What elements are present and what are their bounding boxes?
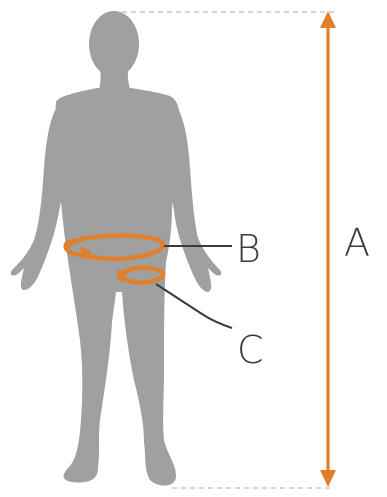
silhouette-left-arm [11,100,71,290]
height-arrow-head-bottom [320,470,336,487]
label-b: B [236,230,261,268]
silhouette-leg-gap [116,292,122,310]
height-arrow [320,11,336,487]
human-silhouette [11,11,222,486]
height-arrow-head-top [320,11,336,28]
label-a: A [344,224,370,262]
leader-line-c [156,284,232,328]
silhouette-right-arm [165,100,221,292]
label-c: C [237,331,264,369]
